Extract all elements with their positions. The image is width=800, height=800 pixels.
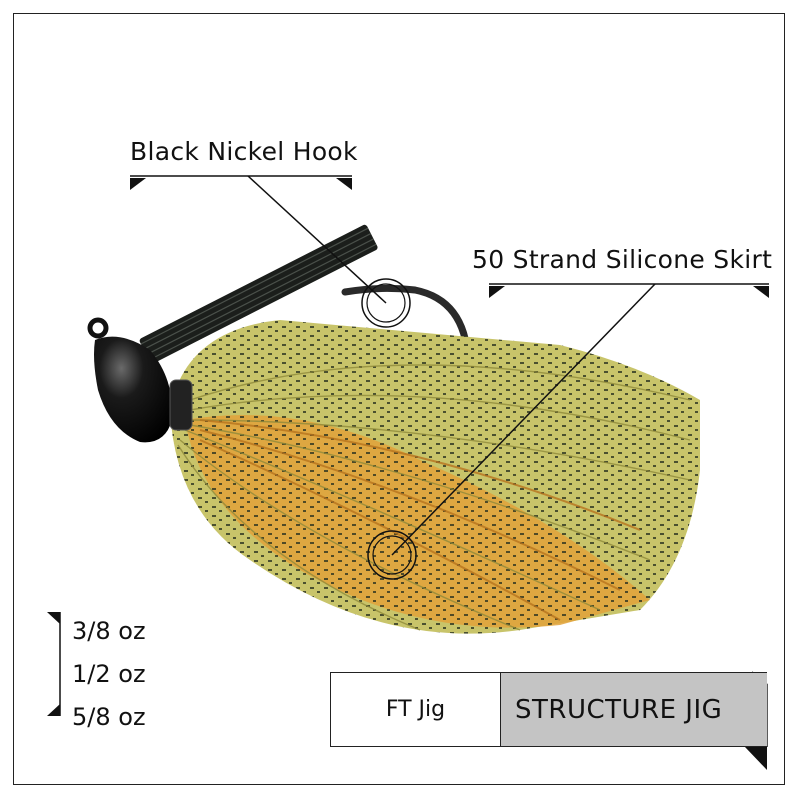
product-badge: FT Jig STRUCTURE JIG (330, 672, 767, 747)
badge-model: FT Jig (330, 672, 501, 747)
skirt-callout (367, 283, 769, 580)
weight-item: 5/8 oz (72, 703, 146, 731)
jig-head (87, 317, 193, 443)
weight-item: 1/2 oz (72, 660, 146, 688)
weed-guard (139, 224, 378, 364)
image-frame (13, 13, 785, 785)
weight-item: 3/8 oz (72, 617, 146, 645)
weight-list: 3/8 oz 1/2 oz 5/8 oz (72, 610, 146, 739)
badge-name: STRUCTURE JIG (501, 672, 767, 747)
skirt-label: 50 Strand Silicone Skirt (472, 245, 773, 274)
hook-label: Black Nickel Hook (130, 137, 358, 166)
hook-callout (130, 175, 411, 328)
weight-bracket (47, 612, 61, 716)
silicone-skirt (170, 320, 700, 634)
